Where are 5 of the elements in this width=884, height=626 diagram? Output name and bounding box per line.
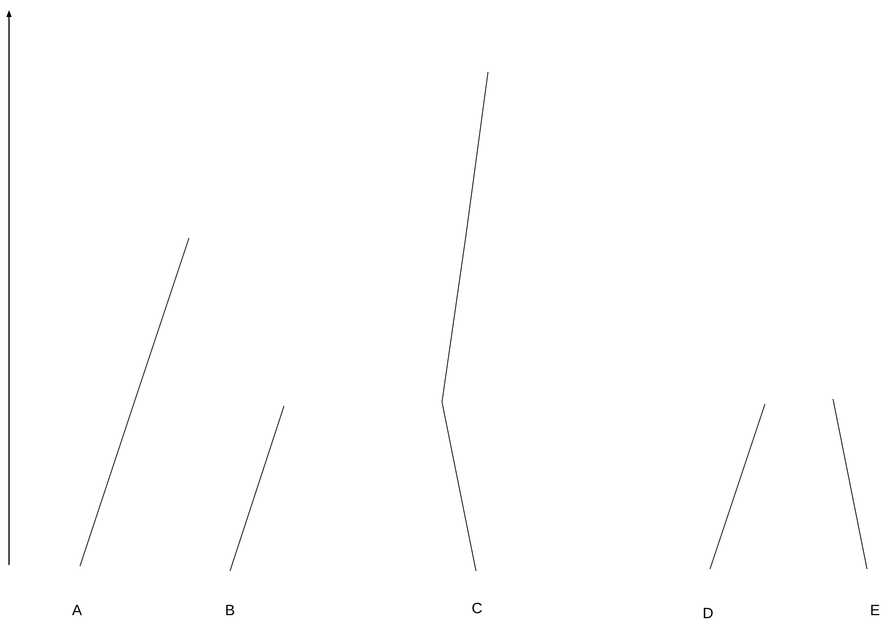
letter-label: E bbox=[871, 604, 880, 616]
letter-label: B bbox=[226, 604, 234, 616]
letter-label: D bbox=[704, 608, 713, 618]
letter-label: C bbox=[472, 602, 482, 614]
letter-label: A bbox=[72, 604, 82, 616]
